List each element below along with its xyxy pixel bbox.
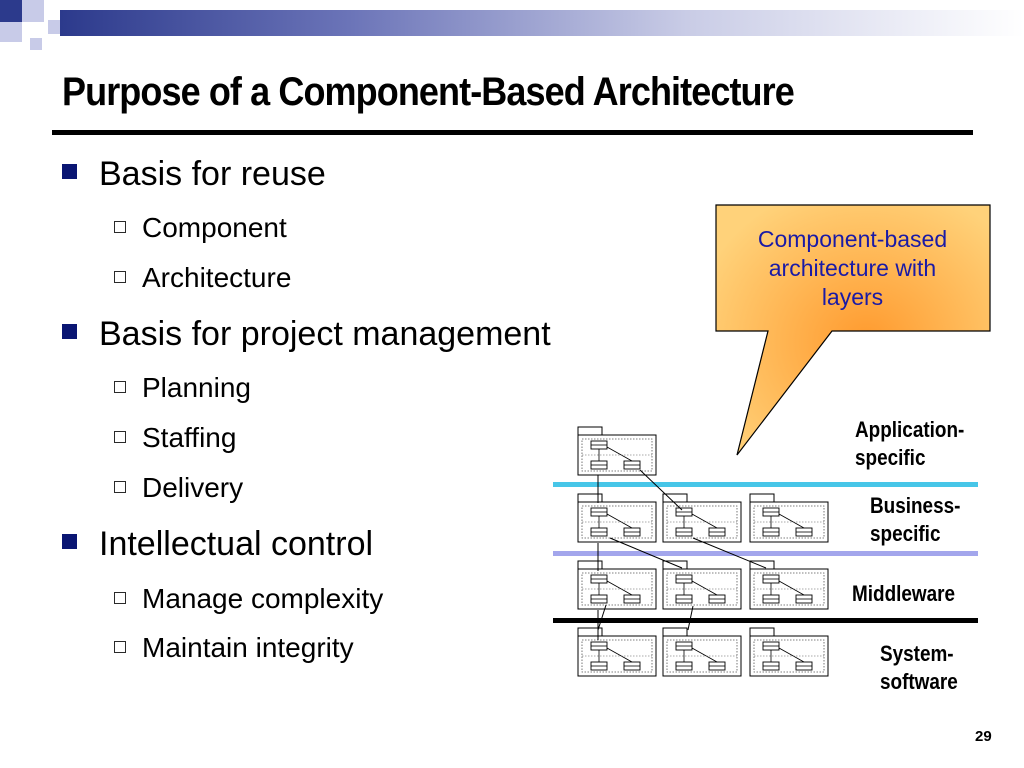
component-package-icon <box>577 627 657 677</box>
corner-square-light <box>0 22 22 42</box>
subbullet-planning: Planning <box>114 372 251 404</box>
square-bullet-icon <box>62 164 77 179</box>
component-package-icon <box>577 560 657 610</box>
corner-square-blue <box>0 0 22 22</box>
component-package-icon <box>662 560 742 610</box>
subbullet-staffing: Staffing <box>114 422 236 454</box>
corner-square-light <box>30 38 42 50</box>
subbullet-delivery: Delivery <box>114 472 243 504</box>
subbullet-maintain-integrity: Maintain integrity <box>114 632 354 664</box>
layer-label-middleware: Middleware <box>852 581 956 606</box>
bullet-basis-for-project-management: Basis for project management <box>62 315 551 354</box>
title-gradient-bar <box>60 10 1024 36</box>
subbullet-component: Component <box>114 212 287 244</box>
title-underline <box>52 130 973 135</box>
hollow-square-bullet-icon <box>114 221 126 233</box>
component-package-icon <box>662 627 742 677</box>
page-number: 29 <box>975 728 992 745</box>
bullet-intellectual-control: Intellectual control <box>62 525 373 564</box>
callout-text: Component-based architecture with layers <box>757 226 948 310</box>
bullet-basis-for-reuse: Basis for reuse <box>62 155 326 194</box>
square-bullet-icon <box>62 534 77 549</box>
layer-label-application: Application- specific <box>855 417 965 470</box>
hollow-square-bullet-icon <box>114 381 126 393</box>
component-package-icon <box>749 560 829 610</box>
layer-separator-black <box>553 618 978 623</box>
component-package-icon <box>577 426 657 476</box>
layered-architecture-diagram <box>553 426 978 677</box>
subbullet-manage-complexity: Manage complexity <box>114 583 383 615</box>
callout-bubble <box>715 204 991 456</box>
layer-separator-cyan <box>553 482 978 487</box>
component-package-icon <box>577 493 657 543</box>
hollow-square-bullet-icon <box>114 271 126 283</box>
corner-square-light <box>22 0 44 22</box>
hollow-square-bullet-icon <box>114 431 126 443</box>
hollow-square-bullet-icon <box>114 481 126 493</box>
component-package-icon <box>749 627 829 677</box>
component-package-icon <box>749 493 829 543</box>
square-bullet-icon <box>62 324 77 339</box>
layer-label-system: System- software <box>880 641 958 694</box>
hollow-square-bullet-icon <box>114 641 126 653</box>
corner-square-light <box>48 20 62 34</box>
hollow-square-bullet-icon <box>114 592 126 604</box>
slide-title: Purpose of a Component-Based Architectur… <box>62 70 795 114</box>
subbullet-architecture: Architecture <box>114 262 291 294</box>
component-package-icon <box>662 493 742 543</box>
layer-separator-lavender <box>553 551 978 556</box>
layer-label-business: Business- specific <box>870 493 961 546</box>
